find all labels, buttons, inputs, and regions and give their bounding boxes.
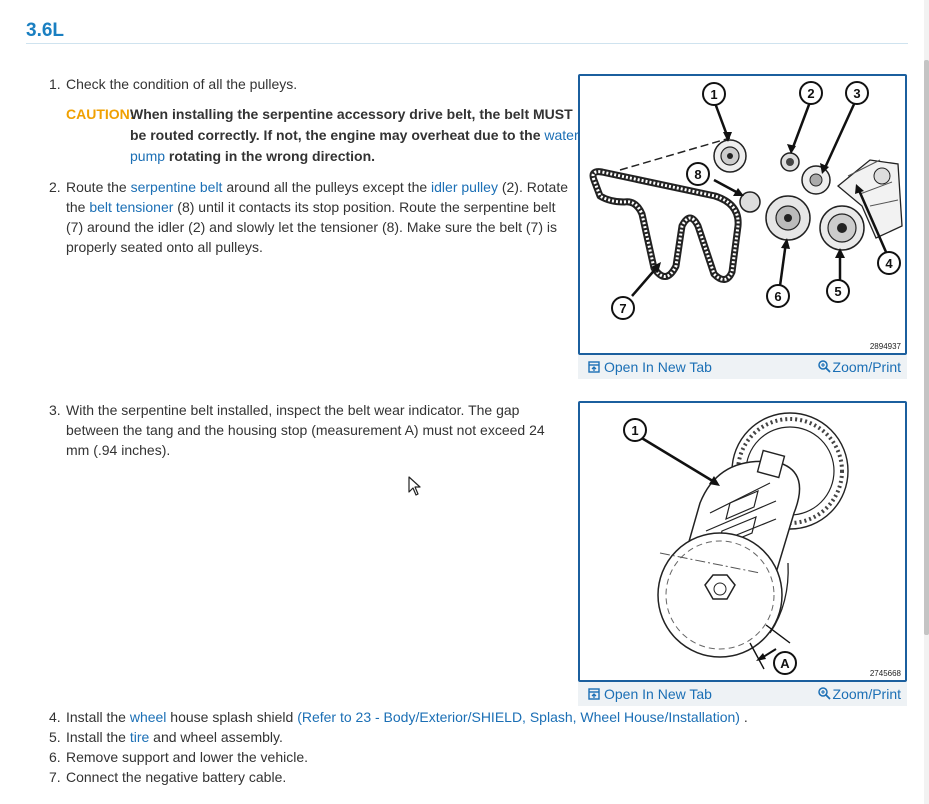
zoom-print-button[interactable]: Zoom/Print [817,686,901,702]
callout-label: 3 [853,86,860,101]
figure-belt-routing: 1 2 3 4 5 6 7 8 2894937 [578,74,907,380]
step-number: 5. [49,729,61,745]
title-divider [26,43,908,44]
figure-image[interactable]: 1 2 3 4 5 6 7 8 2894937 [578,74,907,355]
callout-label: 1 [631,423,638,438]
figure-toolbar: Open In New Tab Zoom/Print [578,682,907,706]
zoom-magnifier-icon [817,687,831,700]
step-number: 4. [49,709,61,725]
zoom-print-label: Zoom/Print [832,686,901,702]
step-text: around all the pulleys except the [222,179,432,195]
callout-label: 4 [885,256,893,271]
step-7: 7. Connect the negative battery cable. [49,767,748,787]
step-text: Connect the negative battery cable. [66,769,287,785]
callout-label: 6 [774,289,781,304]
tire-link[interactable]: tire [129,729,150,745]
callout-label: 5 [834,284,841,299]
step-number: 2. [49,179,61,195]
step-text: (8) until it contacts its stop position.… [66,199,558,255]
step-text: house splash shield [166,709,298,725]
belt-tensioner-link[interactable]: belt tensioner [89,199,174,215]
step-text: Route the [66,179,131,195]
step-1: 1. Check the condition of all the pulley… [49,74,571,94]
callout-label: 8 [694,167,701,182]
step-5: 5. Install the tire and wheel assembly. [49,727,748,747]
step-text: Install the [66,709,130,725]
figure-belt-wear-indicator: 1 A 2745668 Open In New Tab Zoom/Print [578,401,907,707]
open-in-new-tab-label: Open In New Tab [604,359,712,375]
step-number: 6. [49,749,61,765]
step-number: 3. [49,402,61,418]
caution-text: When installing the serpentine accessory… [130,104,580,167]
idler-pulley-link[interactable]: idler pulley [431,179,498,195]
caution-label: CAUTION: [66,106,135,122]
step-text: With the serpentine belt installed, insp… [66,402,545,458]
zoom-magnifier-icon [817,360,831,373]
step-text: and wheel assembly. [149,729,283,745]
page-title: 3.6L [26,20,65,41]
step-text: Install the [66,729,130,745]
caution-text-part: When installing the serpentine accessory… [130,106,573,143]
step-text: Check the condition of all the pulleys. [66,76,298,92]
open-in-new-tab-button[interactable]: Open In New Tab [588,686,712,702]
caution-text-part: rotating in the wrong direction. [165,148,376,164]
step-number: 7. [49,769,61,785]
step-text: . [739,709,748,725]
final-steps: 4. Install the wheel house splash shield… [49,707,748,787]
figure-id: 2894937 [869,342,901,351]
serpentine-belt-link[interactable]: serpentine belt [130,179,223,195]
step-3: 3. With the serpentine belt installed, i… [49,400,561,460]
mouse-pointer-icon [408,476,421,496]
belt-routing-illustration: 1 2 3 4 5 6 7 8 [589,81,903,320]
step-number: 1. [49,76,61,92]
zoom-print-button[interactable]: Zoom/Print [817,359,901,375]
scrollbar-thumb[interactable] [924,60,929,635]
open-in-new-tab-button[interactable]: Open In New Tab [588,359,712,375]
step-2: 2. Route the serpentine belt around all … [49,177,574,257]
zoom-print-label: Zoom/Print [832,359,901,375]
open-new-tab-icon [588,361,600,373]
wheel-link[interactable]: wheel [129,709,167,725]
figure-toolbar: Open In New Tab Zoom/Print [578,355,907,379]
splash-shield-reference-link[interactable]: (Refer to 23 - Body/Exterior/SHIELD, Spl… [297,709,740,725]
callout-label: 7 [619,301,626,316]
figure-id: 2745668 [869,669,901,678]
callout-label: A [780,656,790,671]
open-in-new-tab-label: Open In New Tab [604,686,712,702]
callout-label: 2 [807,86,814,101]
open-new-tab-icon [588,688,600,700]
water-pump-link[interactable]: water pump [130,127,579,164]
figure-image[interactable]: 1 A 2745668 [578,401,907,682]
step-text: Remove support and lower the vehicle. [66,749,309,765]
step-6: 6. Remove support and lower the vehicle. [49,747,748,767]
callout-label: 1 [710,87,717,102]
step-4: 4. Install the wheel house splash shield… [49,707,748,727]
step-text: (2). Rotate the [66,179,568,215]
tensioner-illustration: 1 A [623,412,849,675]
